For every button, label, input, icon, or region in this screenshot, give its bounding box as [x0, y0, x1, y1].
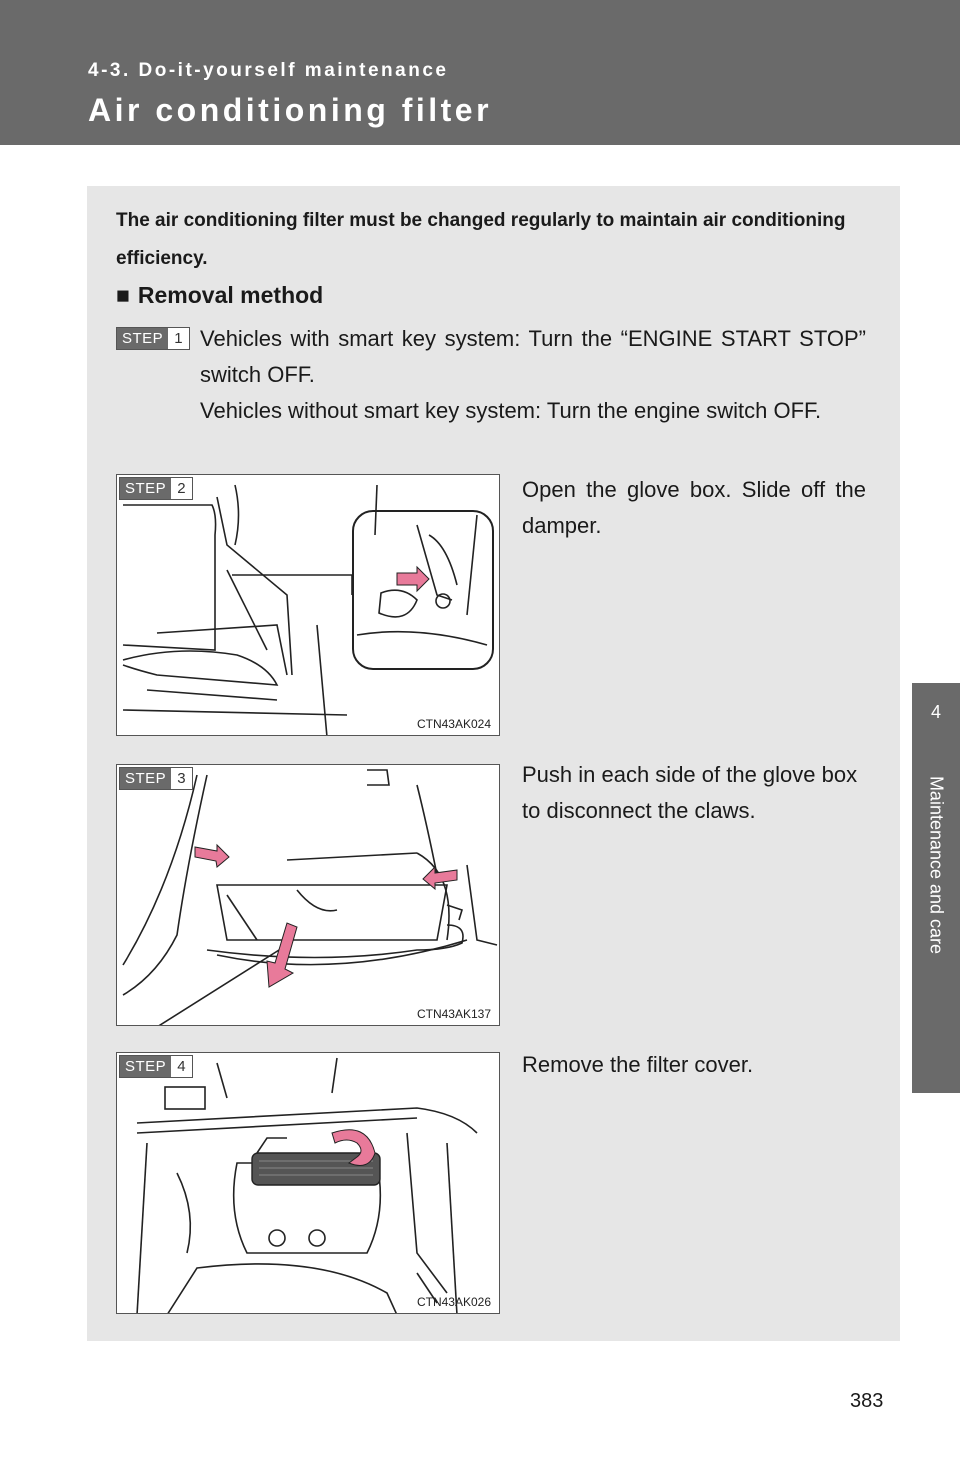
- filter-cover-illustration: [136, 1057, 478, 1313]
- step-3-word: STEP: [120, 768, 172, 789]
- subheading-text: Removal method: [137, 282, 324, 308]
- subheading: ■ Removal method: [116, 282, 323, 309]
- step-1-number: 1: [174, 330, 183, 347]
- chapter-tab-label: Maintenance and care: [926, 775, 947, 955]
- step-3-badge: STEP 3: [119, 767, 193, 790]
- step-3-figure-code: CTN43AK137: [416, 1007, 491, 1021]
- step-2-figure-code: CTN43AK024: [416, 717, 491, 731]
- page-number: 383: [850, 1390, 884, 1412]
- glove-box-damper-illustration: [122, 484, 494, 735]
- glove-box-claws-illustration: [122, 769, 498, 1025]
- step-2-word: STEP: [120, 478, 172, 499]
- step-4-text: Remove the filter cover.: [522, 1052, 754, 1077]
- step-4-figure: STEP 4 CTN43AK026: [116, 1052, 500, 1314]
- step-3-number: 3: [177, 770, 186, 787]
- step-4-figure-code: CTN43AK026: [416, 1295, 491, 1309]
- intro-text: The air conditioning filter must be chan…: [116, 210, 846, 269]
- square-bullet-icon: ■: [116, 282, 130, 308]
- step-4-badge: STEP 4: [119, 1055, 193, 1078]
- page-header: [0, 0, 960, 145]
- step-2-figure: STEP 2 CTN43AK024: [116, 474, 500, 736]
- step-3-figure: STEP 3 CTN43AK137: [116, 764, 500, 1026]
- step-4-word: STEP: [120, 1056, 172, 1077]
- chapter-tab-number: 4: [930, 702, 941, 722]
- step-2-text: Open the glove box. Slide off the damper…: [522, 477, 866, 538]
- step-2-number: 2: [177, 480, 186, 497]
- section-label: 4-3. Do-it-yourself maintenance: [88, 60, 449, 81]
- chapter-tab: [912, 683, 960, 1093]
- page-title: Air conditioning filter: [88, 92, 493, 128]
- step-2-badge: STEP 2: [119, 477, 193, 500]
- step-1-word: STEP: [117, 328, 169, 349]
- step-3-text: Push in each side of the glove box to di…: [522, 762, 858, 823]
- step-4-number: 4: [177, 1058, 186, 1075]
- step-1-badge: STEP 1: [116, 327, 190, 350]
- step-1-text: Vehicles with smart key system: Turn the…: [200, 326, 866, 423]
